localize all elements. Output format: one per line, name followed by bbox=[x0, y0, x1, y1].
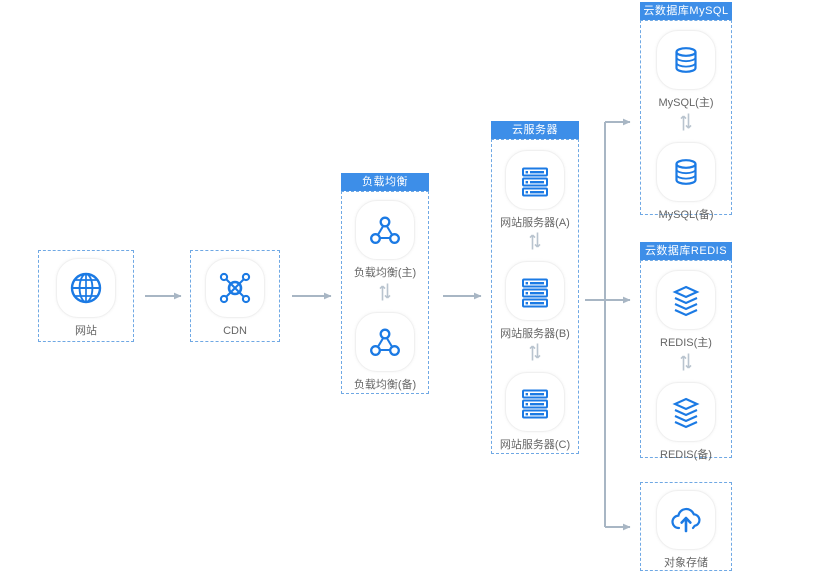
node-label: 负载均衡(主) bbox=[353, 267, 417, 279]
node-mysql-backup[interactable]: MySQL(备) bbox=[640, 142, 732, 222]
redis-stack-icon bbox=[656, 270, 716, 330]
node-label: 负载均衡(备) bbox=[353, 379, 417, 391]
server-rack-icon bbox=[505, 261, 565, 321]
node-label: 网站 bbox=[75, 325, 97, 337]
server-rack-icon bbox=[505, 150, 565, 210]
cloud-upload-icon bbox=[656, 490, 716, 550]
sync-arrow-icon bbox=[680, 113, 692, 131]
node-label: 网站服务器(A) bbox=[500, 217, 570, 229]
node-redis-master[interactable]: REDIS(主) bbox=[640, 270, 732, 350]
node-label: 对象存储 bbox=[664, 557, 708, 569]
node-web-server-c[interactable]: 网站服务器(C) bbox=[489, 372, 581, 452]
node-load-balancer-backup[interactable]: 负载均衡(备) bbox=[339, 312, 431, 392]
node-label: MySQL(备) bbox=[658, 209, 714, 221]
group-header-mysql: 云数据库MySQL bbox=[640, 2, 732, 20]
sync-arrow-icon bbox=[379, 283, 391, 301]
sync-arrow-icon bbox=[680, 353, 692, 371]
node-label: REDIS(备) bbox=[660, 449, 712, 461]
node-label: MySQL(主) bbox=[658, 97, 714, 109]
group-mysql bbox=[640, 20, 732, 215]
group-cloud-server bbox=[491, 139, 579, 454]
database-cylinder-icon bbox=[656, 142, 716, 202]
sync-arrow-icon bbox=[529, 232, 541, 250]
node-object-storage[interactable]: 对象存储 bbox=[640, 490, 732, 570]
group-header-redis: 云数据库REDIS bbox=[640, 242, 732, 260]
node-website[interactable]: 网站 bbox=[40, 258, 132, 338]
node-redis-backup[interactable]: REDIS(备) bbox=[640, 382, 732, 462]
group-website bbox=[38, 250, 134, 342]
globe-icon bbox=[56, 258, 116, 318]
sync-arrow-icon bbox=[529, 343, 541, 361]
node-label: 网站服务器(C) bbox=[499, 439, 571, 451]
group-object-storage bbox=[640, 482, 732, 571]
node-load-balancer-master[interactable]: 负载均衡(主) bbox=[339, 200, 431, 280]
node-label: 网站服务器(B) bbox=[500, 328, 570, 340]
node-web-server-b[interactable]: 网站服务器(B) bbox=[489, 261, 581, 341]
redis-stack-icon bbox=[656, 382, 716, 442]
group-load-balancer bbox=[341, 191, 429, 394]
group-redis bbox=[640, 260, 732, 458]
server-rack-icon bbox=[505, 372, 565, 432]
cdn-hub-icon bbox=[205, 258, 265, 318]
node-label: REDIS(主) bbox=[660, 337, 712, 349]
node-cdn[interactable]: CDN bbox=[189, 258, 281, 338]
node-label: CDN bbox=[223, 325, 247, 337]
node-web-server-a[interactable]: 网站服务器(A) bbox=[489, 150, 581, 230]
node-mysql-master[interactable]: MySQL(主) bbox=[640, 30, 732, 110]
database-cylinder-icon bbox=[656, 30, 716, 90]
load-balancer-icon bbox=[355, 312, 415, 372]
group-cdn bbox=[190, 250, 280, 342]
load-balancer-icon bbox=[355, 200, 415, 260]
group-header-load-balancer: 负载均衡 bbox=[341, 173, 429, 191]
group-header-cloud-server: 云服务器 bbox=[491, 121, 579, 139]
